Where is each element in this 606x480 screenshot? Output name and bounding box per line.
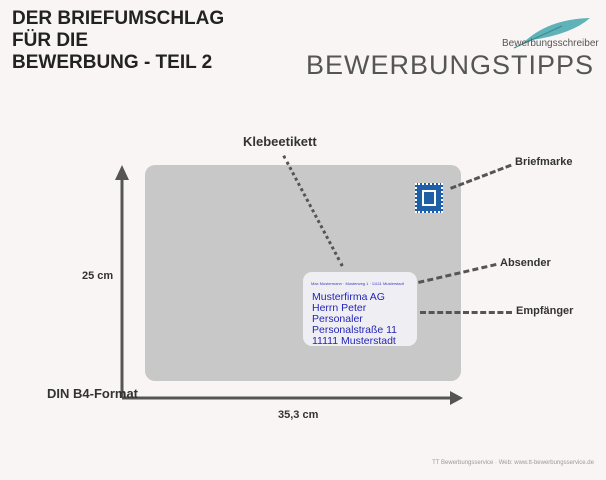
address-label: Max Mustermann · Musterweg 1 · 11111 Mus… bbox=[303, 272, 417, 347]
label-empfaenger: Empfänger bbox=[516, 305, 574, 317]
label-height: 25 cm bbox=[82, 270, 114, 282]
page-title: DER BRIEFUMSCHLAG FÜR DIE BEWERBUNG - TE… bbox=[12, 8, 312, 74]
stamp-icon bbox=[415, 183, 443, 213]
address-line: Musterfirma AG bbox=[312, 291, 385, 303]
address-line: Herrn Peter Personaler bbox=[312, 302, 367, 325]
label-klebeetikett: Klebeetikett bbox=[243, 134, 317, 149]
recipient-address: Musterfirma AG Herrn Peter Personaler Pe… bbox=[312, 292, 417, 347]
label-width: 35,3 cm bbox=[278, 409, 319, 421]
title-line: FÜR DIE bbox=[12, 30, 88, 51]
label-absender: Absender bbox=[500, 257, 551, 269]
title-line: BEWERBUNG - TEIL 2 bbox=[12, 52, 213, 73]
pointer-line bbox=[420, 311, 512, 314]
feather-logo-icon bbox=[513, 18, 590, 49]
logo-text: Bewerbungsschreiber bbox=[502, 38, 599, 49]
label-format: DIN B4-Format bbox=[47, 386, 139, 401]
sender-line: Max Mustermann · Musterweg 1 · 11111 Mus… bbox=[311, 281, 404, 286]
title-line: DER BRIEFUMSCHLAG bbox=[12, 8, 225, 29]
footer: TT Bewerbungsservice · Web: www.tt-bewer… bbox=[432, 460, 594, 466]
label-briefmarke: Briefmarke bbox=[515, 156, 573, 168]
address-line: Personalstraße 11 bbox=[312, 324, 398, 336]
brand-heading: BEWERBUNGSTIPPS bbox=[305, 50, 594, 80]
address-line: 11111 Musterstadt bbox=[312, 335, 396, 347]
